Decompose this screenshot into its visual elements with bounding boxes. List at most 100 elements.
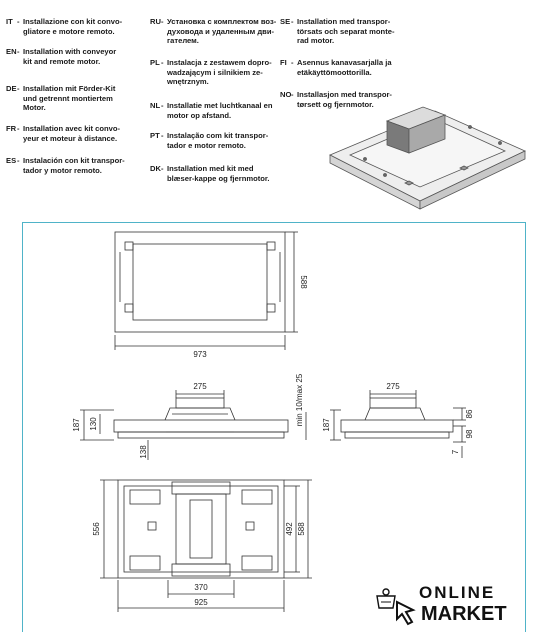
- language-entry-es: ES-Instalación con kit transpor-tador y …: [6, 156, 146, 176]
- language-dash: -: [291, 90, 294, 99]
- language-text-line: und getrennt montiertem: [23, 93, 113, 103]
- dim-side-duct: 275: [386, 382, 400, 391]
- cursor-icon: [396, 600, 416, 626]
- language-text-line: Installatie met luchtkanaal en: [167, 101, 273, 110]
- language-dash: -: [17, 156, 20, 165]
- language-text-line: rad motor.: [297, 36, 335, 46]
- language-text-line: Installasjon med transpor-: [297, 90, 392, 99]
- language-code: ES: [6, 156, 17, 165]
- language-text-line: духовода и удаленным дви-: [167, 26, 275, 36]
- language-dash: -: [161, 164, 164, 173]
- language-entry-no: NO-Installasjon med transpor-tørsett og …: [280, 90, 420, 110]
- dim-front-bottom: 138: [139, 445, 148, 459]
- language-text-line: gliatore e motore remoto.: [23, 26, 115, 36]
- language-text-line: гателем.: [167, 36, 199, 46]
- language-code: IT: [6, 17, 13, 26]
- language-text: Installation med transpor-törsats och se…: [297, 17, 394, 46]
- logo-line1: ONLINE: [419, 583, 495, 602]
- dim-bottom-556: 556: [92, 522, 101, 536]
- language-text-line: Installation med kit med: [167, 164, 254, 173]
- drawing-frame: [22, 222, 526, 632]
- language-dash: -: [17, 124, 20, 133]
- language-entry-pt: PT-Instalação com kit transpor-tador e m…: [150, 131, 290, 151]
- language-code: SE: [280, 17, 291, 26]
- language-text-line: kit and remote motor.: [23, 56, 101, 66]
- language-entry-it: IT-Installazione con kit convo-gliatore …: [6, 17, 146, 37]
- language-text-line: Installation avec kit convo-: [23, 124, 121, 133]
- language-dash: -: [161, 17, 164, 26]
- dim-front-inner: 130: [89, 417, 98, 431]
- language-code: FI: [280, 58, 287, 67]
- language-code: NL: [150, 101, 161, 110]
- language-text: Installazione con kit convo-gliatore e m…: [23, 17, 122, 36]
- language-text-line: tador e motor remoto.: [167, 140, 246, 150]
- language-text-line: etäkäyttömoottorilla.: [297, 67, 372, 77]
- language-text: Instalação com kit transpor-tador e moto…: [167, 131, 268, 150]
- language-dash: -: [161, 131, 164, 140]
- dim-bottom-492: 492: [285, 522, 294, 536]
- language-text-line: tørsett og fjernmotor.: [297, 99, 374, 109]
- language-dash: -: [291, 58, 294, 67]
- language-code: RU: [150, 17, 161, 26]
- language-dash: -: [17, 47, 20, 56]
- dim-bottom-370: 370: [194, 583, 208, 592]
- language-dash: -: [161, 58, 164, 67]
- language-dash: -: [17, 84, 20, 93]
- dim-top-height: 588: [299, 275, 308, 289]
- language-text-line: motor op afstand.: [167, 110, 232, 120]
- dim-side-height: 187: [322, 418, 331, 432]
- installation-illustration: [329, 106, 526, 210]
- language-code: DK: [150, 164, 161, 173]
- language-code: PL: [150, 58, 160, 67]
- language-text-line: tador y motor remoto.: [23, 165, 102, 175]
- dim-bottom-925: 925: [194, 598, 208, 607]
- language-code: DE: [6, 84, 17, 93]
- language-text-line: Instalação com kit transpor-: [167, 131, 269, 140]
- dim-front-duct: 275: [193, 382, 207, 391]
- dim-front-height: 187: [72, 418, 81, 432]
- language-code: FR: [6, 124, 17, 133]
- language-entry-fr: FR-Installation avec kit convo-yeur et m…: [6, 124, 146, 144]
- language-entry-pl: PL-Instalacja z zestawem dopro-wadzający…: [150, 58, 290, 88]
- dim-top-width: 973: [193, 350, 207, 359]
- language-text: Instalacja z zestawem dopro-wadzającym i…: [167, 58, 272, 87]
- language-code: PT: [150, 131, 160, 140]
- language-text-line: törsats och separat monte-: [297, 26, 395, 36]
- language-dash: -: [17, 17, 20, 26]
- language-text-line: Motor.: [23, 103, 46, 113]
- language-text-line: Installazione con kit convo-: [23, 17, 123, 26]
- language-code: EN: [6, 47, 17, 56]
- dim-side-86: 86: [465, 409, 474, 418]
- dim-side-98: 98: [465, 429, 474, 438]
- language-entry-se: SE-Installation med transpor-törsats och…: [280, 17, 420, 47]
- online-market-logo: ONLINE MARKET: [375, 574, 535, 636]
- language-dash: -: [161, 101, 164, 110]
- language-dash: -: [291, 17, 294, 26]
- dim-side-7: 7: [451, 449, 460, 454]
- language-entry-ru: RU-Установка с комплектом воз-духовода и…: [150, 17, 290, 47]
- language-text-line: blæser-kappe og fjernmotor.: [167, 173, 270, 183]
- language-text-line: yeur et moteur à distance.: [23, 133, 118, 143]
- language-text: Installasjon med transpor-tørsett og fje…: [297, 90, 392, 109]
- weight-icon: [376, 588, 396, 609]
- language-text-line: wnętrznym.: [167, 77, 209, 87]
- dim-bottom-588: 588: [297, 522, 306, 536]
- dim-front-min: min 10/max 25: [295, 373, 304, 426]
- language-text-line: Asennus kanavasarjalla ja: [297, 58, 392, 67]
- language-text-line: Installation med transpor-: [297, 17, 391, 26]
- language-text-line: Установка с комплектом воз-: [167, 17, 277, 26]
- language-text-line: Instalación con kit transpor-: [23, 156, 125, 165]
- language-text-line: Installation with conveyor: [23, 47, 117, 56]
- language-text-line: Instalacja z zestawem dopro-: [167, 58, 272, 67]
- language-text-line: wadzającym i silnikiem ze-: [167, 67, 263, 77]
- language-code: NO: [280, 90, 292, 99]
